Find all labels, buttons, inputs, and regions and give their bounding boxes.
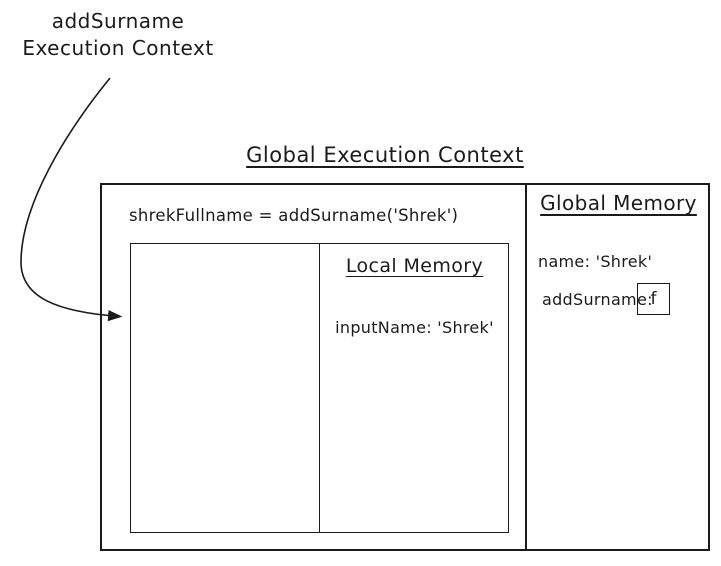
local-memory-entry: inputName: 'Shrek' — [335, 318, 494, 337]
local-memory-heading: Local Memory — [345, 255, 484, 277]
global-memory-divider-line — [525, 183, 527, 551]
function-value-box: f — [637, 283, 670, 315]
global-execution-context-title: Global Execution Context — [246, 143, 524, 167]
code-line: shrekFullname = addSurname('Shrek') — [129, 206, 459, 225]
global-memory-entry-name: name: 'Shrek' — [538, 252, 653, 271]
addsurname-context-label: addSurname Execution Context — [8, 8, 228, 62]
addsurname-context-label-line2: Execution Context — [22, 36, 214, 60]
function-value-f: f — [650, 289, 657, 309]
global-execution-context-box — [100, 183, 710, 551]
global-memory-entry-addsurname-label: addSurname: — [542, 290, 653, 309]
local-memory-divider-line — [319, 243, 320, 533]
addsurname-context-label-line1: addSurname — [51, 9, 185, 33]
global-memory-heading: Global Memory — [540, 191, 697, 215]
